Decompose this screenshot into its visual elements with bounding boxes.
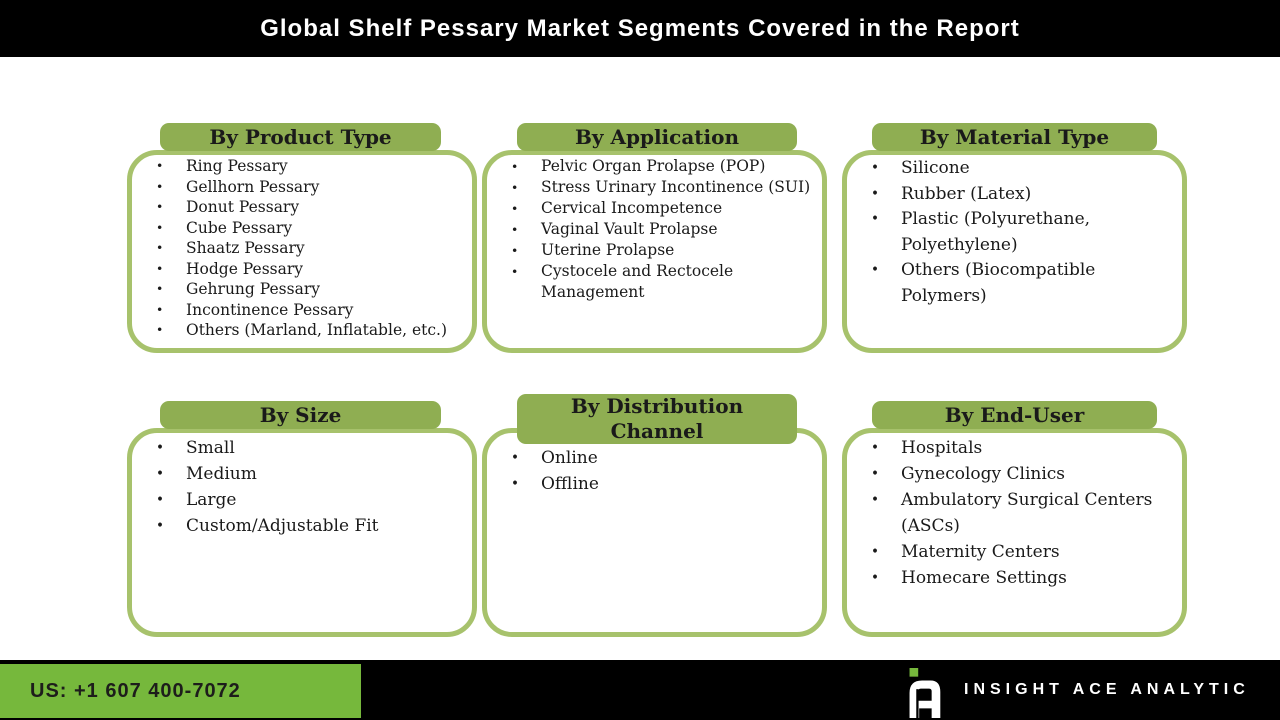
segment-item: Hospitals — [867, 435, 1174, 461]
title-bar: Global Shelf Pessary Market Segments Cov… — [0, 0, 1280, 57]
segment-item: Cube Pessary — [152, 218, 464, 239]
segment-item: Ambulatory Surgical Centers (ASCs) — [867, 487, 1174, 539]
segment-item: Custom/Adjustable Fit — [152, 513, 464, 539]
segment-header-distribution-channel: By Distribution Channel — [517, 394, 797, 444]
segment-item: Cystocele and Rectocele Management — [507, 261, 814, 303]
segment-item: Gellhorn Pessary — [152, 177, 464, 198]
segment-header-size: By Size — [160, 401, 441, 429]
insight-ace-logo — [909, 667, 941, 718]
segment-header-end-user: By End-User — [872, 401, 1157, 429]
segment-item-list-end-user: HospitalsGynecology ClinicsAmbulatory Su… — [847, 433, 1182, 591]
segment-item: Online — [507, 445, 814, 471]
segment-item-list-product-type: Ring PessaryGellhorn PessaryDonut Pessar… — [132, 155, 472, 341]
segment-item: Others (Marland, Inflatable, etc.) — [152, 320, 464, 341]
segment-box-product-type: By Product Type Ring PessaryGellhorn Pes… — [127, 123, 477, 353]
segment-box-distribution-channel: By Distribution Channel OnlineOffline — [482, 394, 827, 637]
segment-item: Homecare Settings — [867, 565, 1174, 591]
segment-item: Rubber (Latex) — [867, 182, 1174, 208]
segment-box-size: By Size SmallMediumLargeCustom/Adjustabl… — [127, 401, 477, 637]
segment-item: Vaginal Vault Prolapse — [507, 219, 814, 240]
segment-item: Plastic (Polyurethane, Polyethylene) — [867, 207, 1174, 258]
segment-item: Incontinence Pessary — [152, 300, 464, 321]
phone-number: US: +1 607 400-7072 — [30, 679, 241, 702]
segment-item: Donut Pessary — [152, 197, 464, 218]
segment-item: Pelvic Organ Prolapse (POP) — [507, 156, 814, 177]
segment-item: Offline — [507, 471, 814, 497]
segment-box-application: By Application Pelvic Organ Prolapse (PO… — [482, 123, 827, 353]
logo-i-dot — [909, 667, 919, 677]
logo-i-stem-gap — [916, 688, 919, 718]
brand-lockup: INSIGHT ACE ANALYTIC — [902, 660, 1250, 720]
segment-item: Silicone — [867, 156, 1174, 182]
brand-name: INSIGHT ACE ANALYTIC — [964, 681, 1250, 698]
segment-item: Hodge Pessary — [152, 259, 464, 280]
segment-item: Gehrung Pessary — [152, 279, 464, 300]
segment-item: Stress Urinary Incontinence (SUI) — [507, 177, 814, 198]
segment-item: Others (Biocompatible Polymers) — [867, 258, 1174, 309]
segment-header-product-type: By Product Type — [160, 123, 441, 151]
segment-item: Medium — [152, 461, 464, 487]
segment-item-list-distribution-channel: OnlineOffline — [487, 433, 822, 497]
segment-item: Small — [152, 435, 464, 461]
segment-header-application: By Application — [517, 123, 797, 151]
segment-header-material-type: By Material Type — [872, 123, 1157, 151]
logo-a-glyph — [909, 680, 941, 718]
footer-bar: US: +1 607 400-7072 INSIGHT ACE ANALYTIC — [0, 660, 1280, 720]
segment-item: Uterine Prolapse — [507, 240, 814, 261]
segment-item: Maternity Centers — [867, 539, 1174, 565]
segment-item: Cervical Incompetence — [507, 198, 814, 219]
segment-item: Ring Pessary — [152, 156, 464, 177]
segment-item-list-material-type: SiliconeRubber (Latex)Plastic (Polyureth… — [847, 155, 1182, 309]
segment-item: Large — [152, 487, 464, 513]
page-title: Global Shelf Pessary Market Segments Cov… — [260, 14, 1020, 42]
segment-box-material-type: By Material Type SiliconeRubber (Latex)P… — [842, 123, 1187, 353]
segment-item-list-size: SmallMediumLargeCustom/Adjustable Fit — [132, 433, 472, 539]
segment-item: Gynecology Clinics — [867, 461, 1174, 487]
segment-box-end-user: By End-User HospitalsGynecology ClinicsA… — [842, 401, 1187, 637]
segment-item: Shaatz Pessary — [152, 238, 464, 259]
phone-badge: US: +1 607 400-7072 — [0, 664, 361, 718]
segment-item-list-application: Pelvic Organ Prolapse (POP)Stress Urinar… — [487, 155, 822, 303]
